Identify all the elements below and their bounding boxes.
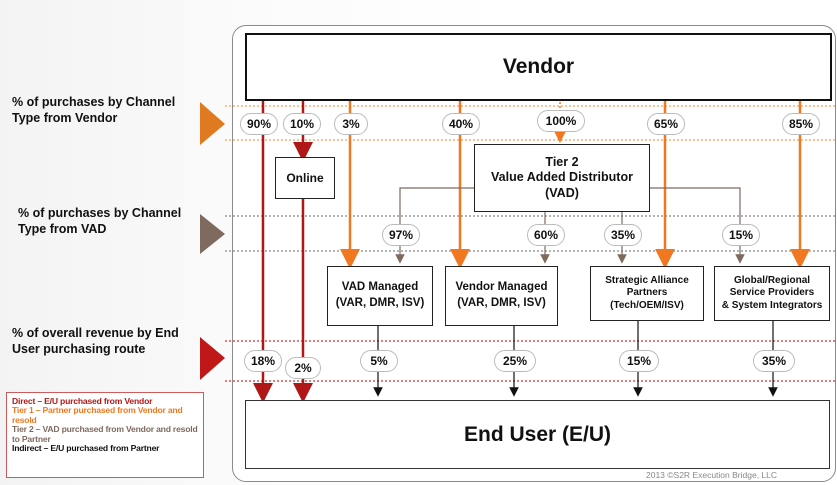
global-line-1: Global/Regional <box>733 274 811 286</box>
vad-managed-box: VAD Managed (VAR, DMR, ISV) <box>327 266 433 326</box>
strategic-line-2: Partners <box>626 287 668 299</box>
vendor-pct-strategic: 65% <box>647 113 685 135</box>
revenue-pct-global: 35% <box>753 350 795 372</box>
vendor-pct-global: 85% <box>782 113 820 135</box>
vendor-pct-vad-managed: 3% <box>334 113 368 135</box>
vad-pct-vendor-managed: 60% <box>527 224 565 246</box>
strategic-line-3: (Tech/OEM/ISV) <box>610 299 684 311</box>
vendor-managed-line-2: (VAR, DMR, ISV) <box>457 297 546 309</box>
vendor-label: Vendor <box>502 55 575 78</box>
revenue-pct-vad-managed: 5% <box>360 350 398 372</box>
vendor-managed-box: Vendor Managed (VAR, DMR, ISV) <box>445 266 558 326</box>
vendor-pct-direct: 90% <box>240 113 278 135</box>
revenue-pct-strategic: 15% <box>619 350 659 372</box>
legend-direct: Direct – E/U purchased from Vendor <box>12 396 153 406</box>
vad-branch-right <box>648 187 745 264</box>
vad-line-2: Value Added Distributor <box>491 170 633 185</box>
vad-managed-line-1: VAD Managed <box>341 281 419 294</box>
revenue-band-pointer <box>200 337 225 380</box>
vendor-box: Vendor <box>245 33 832 101</box>
vad-pct-vad-managed: 97% <box>382 224 420 246</box>
vendor-pct-vad: 100% <box>537 110 585 132</box>
vendor-band-pointer <box>200 102 225 145</box>
legend-indirect: Indirect – E/U purchased from Partner <box>12 443 160 454</box>
end-user-box: End User (E/U) <box>245 400 830 469</box>
online-box: Online <box>275 157 335 199</box>
vad-managed-line-2: (VAR, DMR, ISV) <box>335 297 425 309</box>
global-line-3: & System Integrators <box>721 299 823 311</box>
vendor-pct-vendor-managed: 40% <box>442 113 480 135</box>
vad-pct-strategic: 35% <box>604 224 642 246</box>
revenue-pct-online: 2% <box>285 357 321 379</box>
revenue-pct-direct: 18% <box>244 350 282 372</box>
legend: Direct – E/U purchased from Vendor Tier … <box>6 392 204 478</box>
vad-line-3: (VAD) <box>545 185 579 200</box>
legend-tier2: Tier 2 – VAD purchased from Vendor and r… <box>12 424 198 444</box>
vendor-pct-online: 10% <box>283 113 321 135</box>
end-user-label: End User (E/U) <box>463 422 612 446</box>
legend-tier1: Tier 1 – Partner purchased from Vendor a… <box>12 405 183 425</box>
online-label: Online <box>286 171 324 185</box>
label-revenue: % of overall revenue by End User purchas… <box>12 326 179 356</box>
vad-pct-global: 15% <box>722 224 760 246</box>
vendor-managed-line-1: Vendor Managed <box>455 281 548 294</box>
vad-box: Tier 2 Value Added Distributor (VAD) <box>474 144 650 212</box>
strategic-line-1: Strategic Alliance <box>605 274 689 286</box>
label-vendor-purchases: % of purchases by Channel Type from Vend… <box>12 95 176 125</box>
revenue-pct-vendor-managed: 25% <box>494 350 536 372</box>
global-line-2: Service Providers <box>729 287 815 299</box>
vad-line-1: Tier 2 <box>545 154 579 169</box>
label-vad-purchases: % of purchases by Channel Type from VAD <box>18 206 182 236</box>
vad-band-pointer <box>200 214 225 254</box>
copyright: 2013 ©S2R Execution Bridge, LLC <box>646 470 778 480</box>
